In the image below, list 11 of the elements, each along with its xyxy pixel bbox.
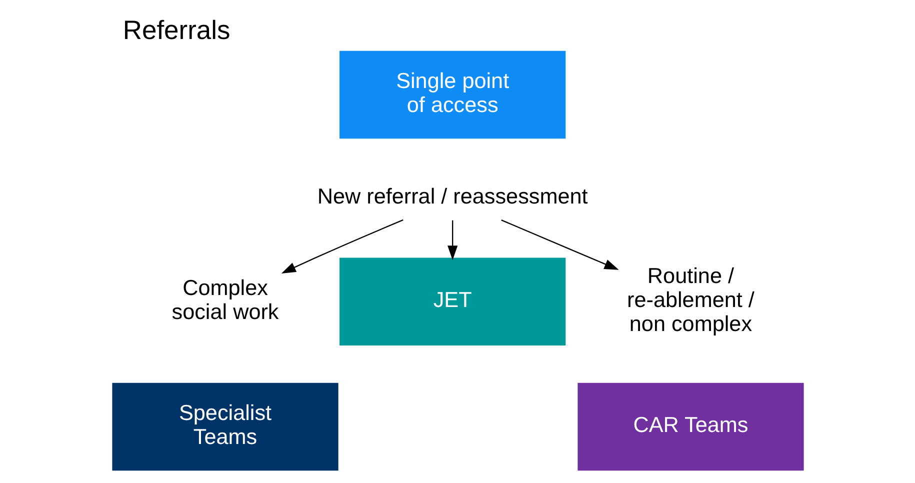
node-text: New referral / reassessment — [316, 183, 588, 208]
node-text: Complex social work — [171, 274, 278, 324]
node-box: Specialist Teams — [112, 382, 338, 471]
diagram-title: Referrals — [122, 14, 230, 45]
arrow — [447, 220, 458, 260]
arrow — [280, 219, 403, 274]
node-box: JET — [339, 258, 566, 346]
arrow — [500, 220, 618, 270]
node-text: Routine / re-ablement / non complex — [626, 262, 754, 336]
node-box: Single point of access — [339, 50, 566, 139]
node-box: CAR Teams — [577, 382, 804, 471]
